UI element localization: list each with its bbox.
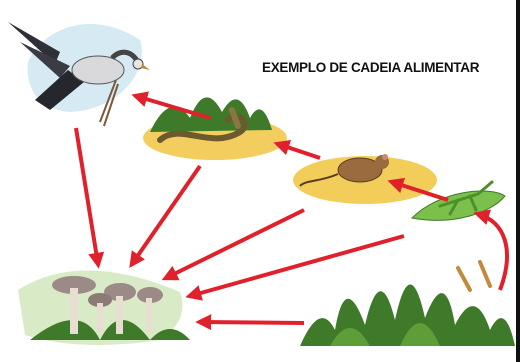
- right-edge-divider: [516, 0, 520, 362]
- diagram-title: EXEMPLO DE CADEIA ALIMENTAR: [262, 60, 480, 75]
- arrow-mantis-to-mouse: [387, 177, 449, 202]
- arrow-mouse-to-fungi: [161, 208, 305, 281]
- mouse-icon: [293, 154, 437, 204]
- arrow-snake-to-fungi: [129, 164, 202, 268]
- mushrooms-icon: [18, 270, 190, 345]
- snake-icon: [143, 97, 287, 160]
- grass-plants-icon: [300, 260, 515, 346]
- arrow-mouse-to-snake: [273, 139, 321, 160]
- arrow-plants-to-mantis: [473, 209, 509, 291]
- secretary-bird-icon: [8, 22, 150, 127]
- arrow-plants-to-fungi: [195, 314, 305, 331]
- arrow-mantis-to-fungi: [185, 234, 405, 301]
- arrow-bird-to-fungi: [74, 127, 105, 269]
- praying-mantis-icon: [410, 180, 506, 221]
- arrow-snake-to-bird: [131, 91, 211, 120]
